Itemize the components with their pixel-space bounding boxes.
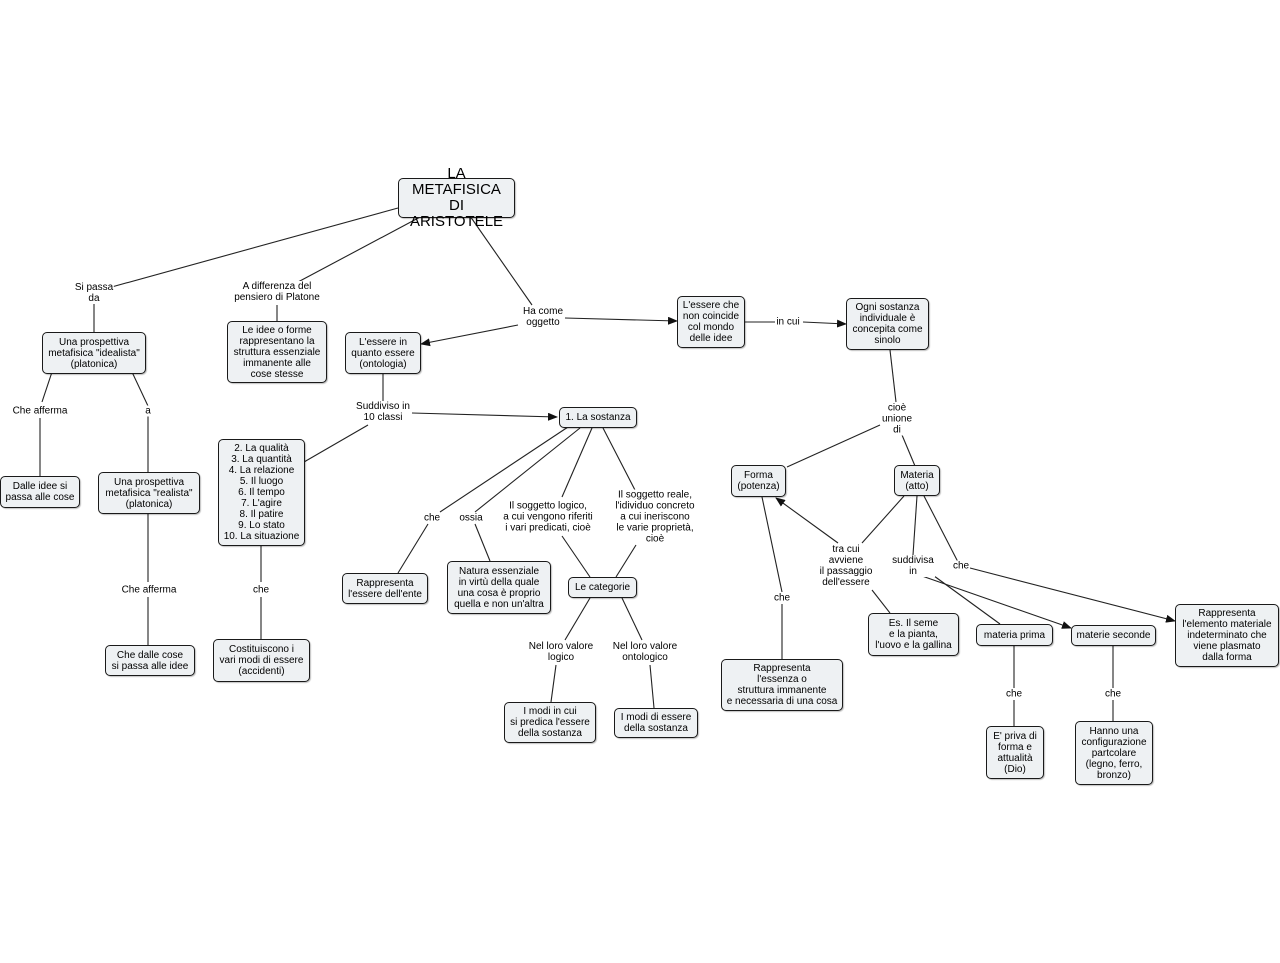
label-cioe-unione: cioè unione di <box>880 402 914 436</box>
link-line <box>474 427 581 513</box>
label-che-afferma-2: Che afferma <box>120 584 178 596</box>
node-ontologia[interactable]: L'essere in quanto essere (ontologia) <box>345 332 421 374</box>
label-soggetto-reale: Il soggetto reale, l'idividuo concreto a… <box>614 489 696 545</box>
node-elemento[interactable]: Rappresenta l'elemento materiale indeter… <box>1175 604 1279 667</box>
label-che-6: che <box>1103 688 1123 700</box>
link-line <box>649 664 655 709</box>
node-classi[interactable]: 2. La qualità 3. La quantità 4. La relaz… <box>218 439 305 546</box>
node-configurazione[interactable]: Hanno una configurazione partcolare (leg… <box>1075 721 1153 785</box>
label-logico: Nel loro valore logico <box>527 641 595 663</box>
node-idealista[interactable]: Una prospettiva metafisica "idealista" (… <box>42 332 146 374</box>
node-materia[interactable]: Materia (atto) <box>894 465 940 496</box>
link-line <box>615 544 637 578</box>
node-realista[interactable]: Una prospettiva metafisica "realista" (p… <box>98 472 200 514</box>
node-essenza[interactable]: Rappresenta l'essenza o struttura immane… <box>721 659 843 711</box>
label-ossia: ossia <box>458 512 484 524</box>
link-line <box>297 215 423 283</box>
link-line <box>602 427 637 493</box>
link-line <box>561 535 591 578</box>
link-line <box>929 572 1001 625</box>
node-natura[interactable]: Natura essenziale in virtù della quale u… <box>447 561 551 614</box>
link-line <box>474 523 491 562</box>
link-line <box>871 589 891 614</box>
link-line <box>923 495 959 563</box>
root-node[interactable]: LA METAFISICA DI ARISTOTELE <box>398 166 515 230</box>
node-forma[interactable]: Forma (potenza) <box>731 465 786 497</box>
link-line <box>411 412 558 421</box>
label-si-passa: Si passa da <box>73 282 115 304</box>
link-line <box>131 371 149 407</box>
link-line <box>621 597 643 641</box>
link-line <box>969 567 1176 623</box>
link-line <box>41 371 53 403</box>
node-idee-forme[interactable]: Le idee o forme rappresentano la struttu… <box>227 321 327 383</box>
link-line <box>303 424 369 463</box>
label-tra-cui: tra cui avviene il passaggio dell'essere <box>818 544 874 588</box>
label-che-afferma-1: Che afferma <box>11 405 69 417</box>
link-line <box>564 597 591 641</box>
node-modi-essere[interactable]: I modi di essere della sostanza <box>614 708 698 738</box>
label-ha-come: Ha come oggetto <box>521 306 565 328</box>
link-line <box>861 495 905 544</box>
node-essere-ente[interactable]: Rappresenta l'essere dell'ente <box>342 573 428 604</box>
label-a: a <box>144 405 152 417</box>
link-line <box>802 319 847 328</box>
link-line <box>439 426 569 513</box>
label-soggetto-logico: Il soggetto logico, a cui vengono riferi… <box>502 500 594 534</box>
link-line <box>912 495 918 556</box>
label-che-1: che <box>251 584 271 596</box>
node-priva[interactable]: E' priva di forma e attualità (Dio) <box>986 726 1044 779</box>
label-che-4: che <box>951 560 971 572</box>
node-sinolo[interactable]: Ogni sostanza individuale è concepita co… <box>846 298 929 350</box>
label-che-5: che <box>1004 688 1024 700</box>
node-dalle-idee[interactable]: Dalle idee si passa alle cose <box>0 476 80 508</box>
label-in-cui: in cui <box>775 316 801 328</box>
node-dalle-cose[interactable]: Che dalle cose si passa alle idee <box>105 645 195 676</box>
label-suddivisa: suddivisa in <box>891 555 935 577</box>
link-line <box>564 316 678 325</box>
link-line <box>775 497 839 544</box>
link-line <box>550 664 557 703</box>
node-sostanza[interactable]: 1. La sostanza <box>559 407 637 428</box>
link-line <box>889 349 897 403</box>
link-line <box>561 427 593 498</box>
label-suddiviso: Suddiviso in 10 classi <box>355 401 411 423</box>
link-line <box>761 496 783 593</box>
node-accidenti[interactable]: Costituiscono i vari modi di essere (acc… <box>213 639 310 682</box>
node-categorie[interactable]: Le categorie <box>568 577 637 598</box>
link-line <box>921 575 1072 629</box>
label-ontologico: Nel loro valore ontologico <box>611 641 679 663</box>
link-line <box>901 434 916 467</box>
node-materie-seconde[interactable]: materie seconde <box>1071 625 1156 646</box>
link-line <box>469 215 533 306</box>
label-che-3: che <box>772 592 792 604</box>
label-differenza: A differenza del pensiero di Platone <box>233 281 321 303</box>
link-line <box>786 424 881 468</box>
node-seme[interactable]: Es. Il seme e la pianta, l'uovo e la gal… <box>868 613 959 656</box>
node-non-coincide[interactable]: L'essere che non coincide col mondo dell… <box>677 296 745 348</box>
link-line <box>397 523 429 574</box>
node-materia-prima[interactable]: materia prima <box>976 624 1053 646</box>
node-modi-predica[interactable]: I modi in cui si predica l'essere della … <box>504 702 596 743</box>
link-line <box>107 207 399 289</box>
label-che-2: che <box>422 512 442 524</box>
link-line <box>420 324 519 347</box>
